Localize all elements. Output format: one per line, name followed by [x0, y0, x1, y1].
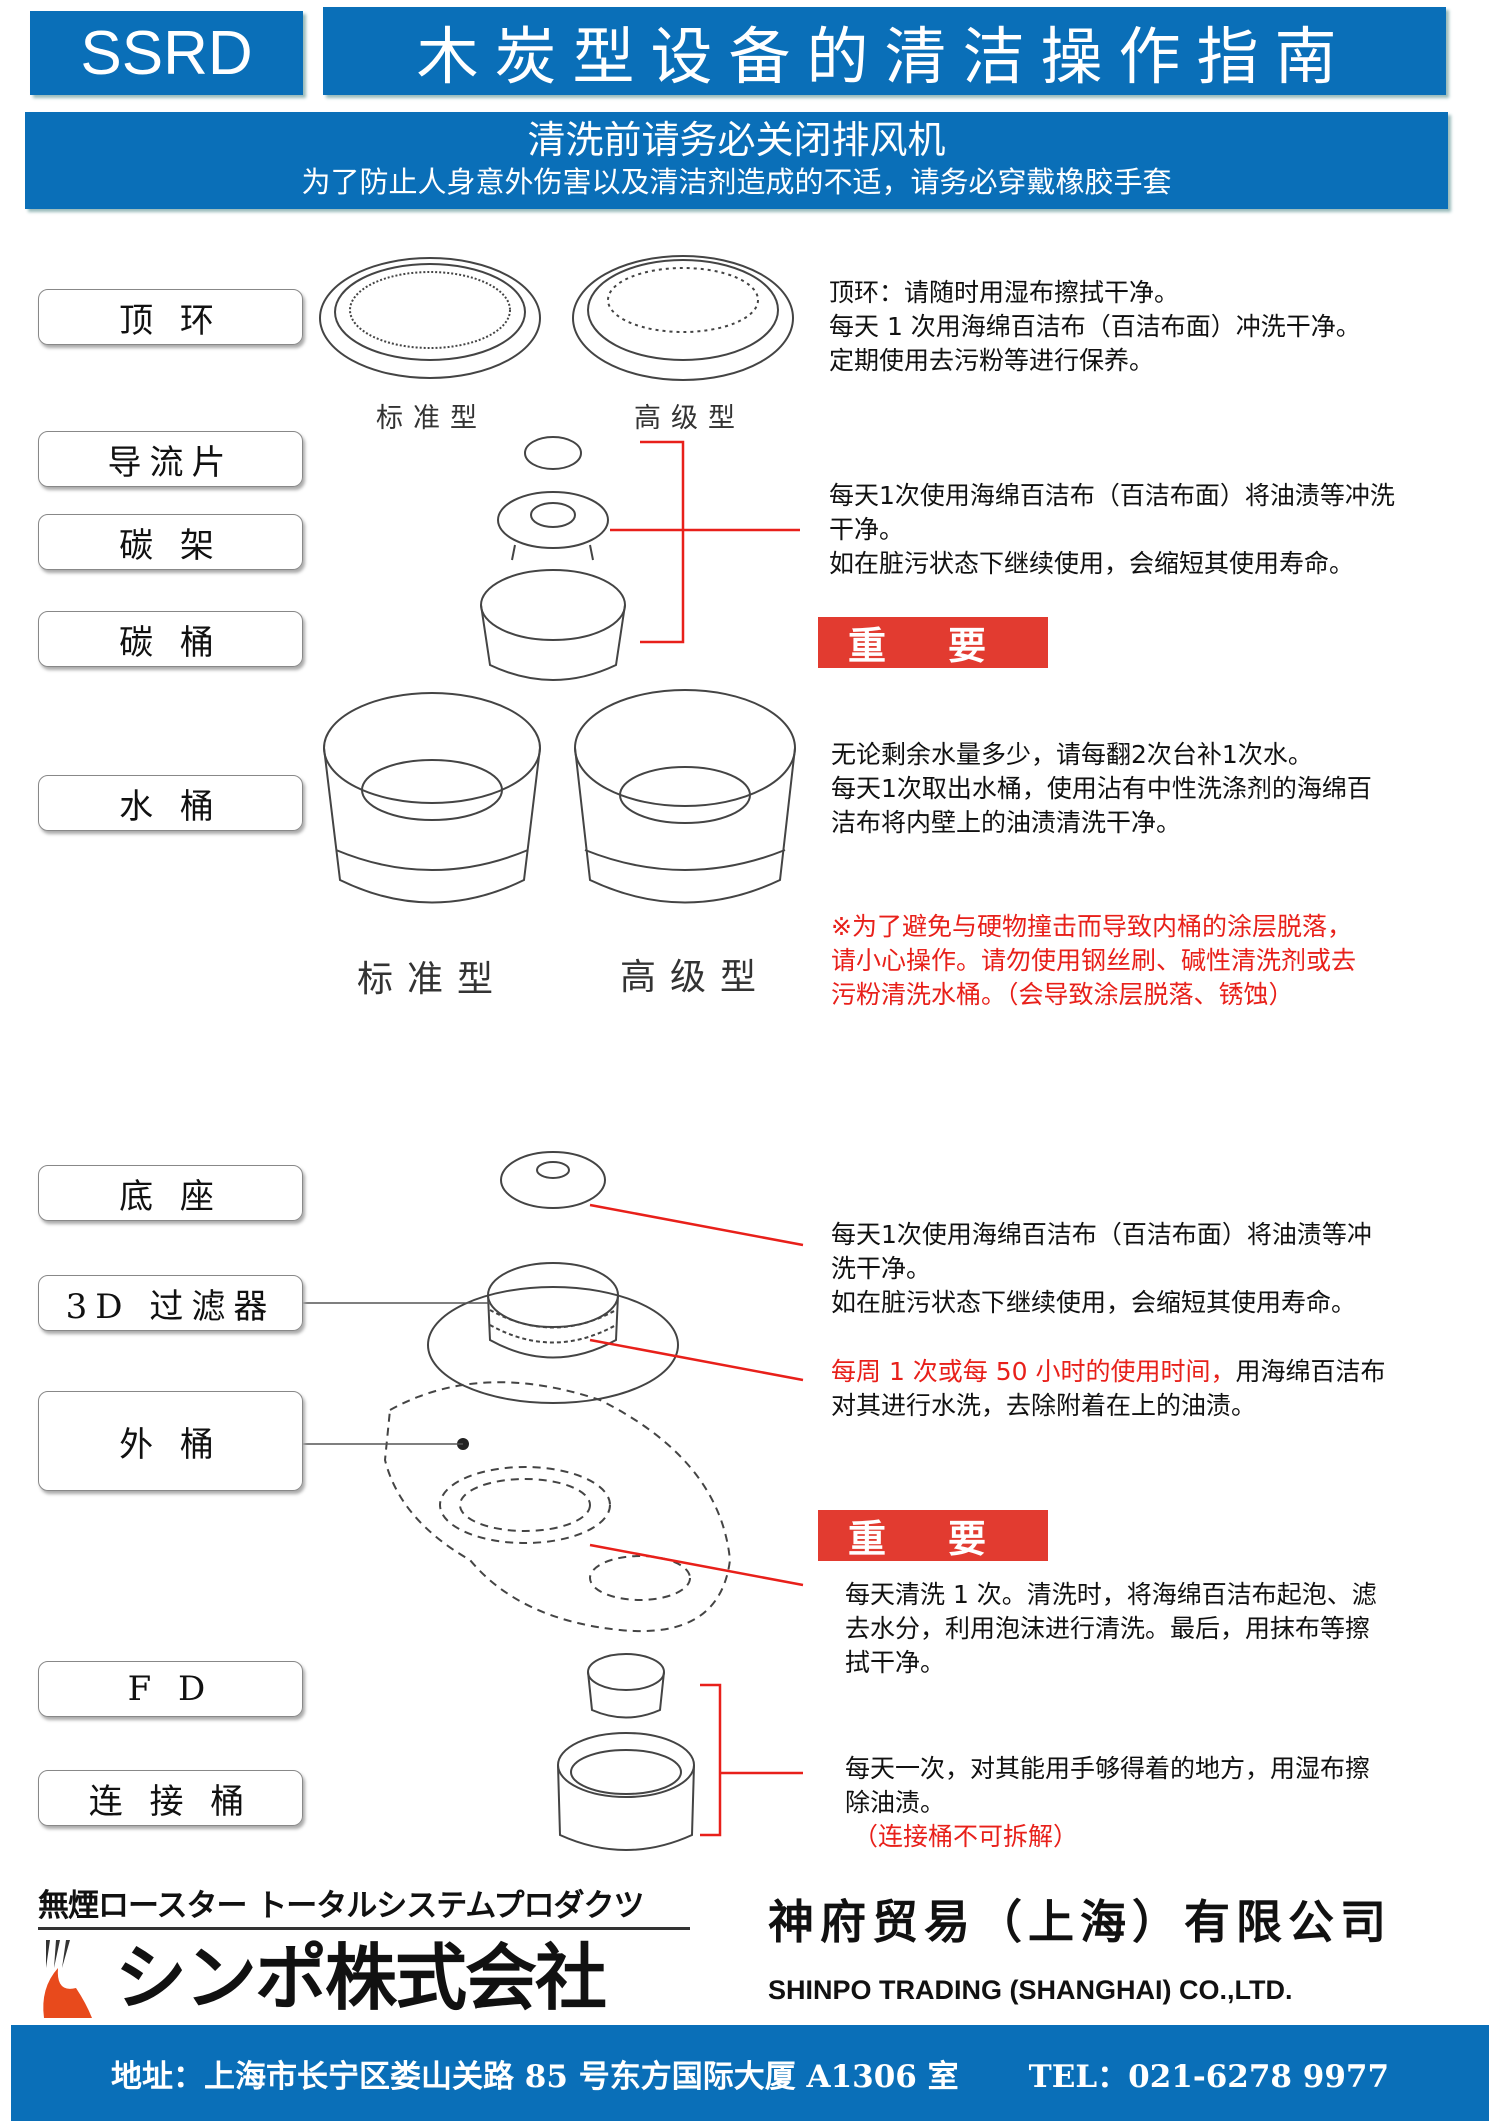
important-char: 重: [848, 1517, 889, 1561]
carbon-bucket-drawing: [480, 569, 626, 681]
text-line: 每天1次使用海绵百洁布（百洁布面）将油渍等冲洗: [829, 481, 1395, 510]
caption-premium-small: 高级型: [634, 403, 745, 434]
top-ring-standard-drawing: [319, 257, 541, 379]
guide-plate-drawing: [524, 436, 582, 470]
important-char: 要: [948, 624, 989, 668]
important-badge-2: 重要: [818, 1510, 1048, 1561]
important-char: 重: [848, 624, 889, 668]
label-3d-filter: 3D 过滤器: [38, 1275, 303, 1331]
cn-company-name: 神府贸易（上海）有限公司: [768, 1895, 1392, 1949]
label-top-ring: 顶 环: [38, 289, 303, 345]
base-drawing: [500, 1151, 606, 1209]
caption-standard-large: 标准型: [357, 959, 508, 1000]
text-line: 如在脏污状态下继续使用，会缩短其使用寿命。: [829, 549, 1355, 578]
important-char: 要: [948, 1517, 989, 1561]
caption-premium-large: 高级型: [620, 957, 771, 998]
text-line: 用海绵百洁布: [1235, 1357, 1386, 1386]
water-bucket-premium-drawing: [574, 689, 796, 904]
text-line: 每天1次使用海绵百洁布（百洁布面）将油渍等冲: [831, 1220, 1372, 1249]
text-line: 洁布将内壁上的油渍清洗干净。: [831, 808, 1182, 837]
filter-3d-drawing: [427, 1262, 679, 1404]
carbon-instructions: 每天1次使用海绵百洁布（百洁布面）将油渍等冲洗 干净。 如在脏污状态下继续使用，…: [829, 479, 1449, 581]
label-fd: F D: [38, 1661, 303, 1717]
jp-tagline: 無煙ロースター トータルシステムプロダクツ: [38, 1888, 644, 1924]
top-ring-premium-drawing: [572, 255, 794, 381]
outer-bucket-drawing: [383, 1381, 732, 1633]
text-line: 请小心操作。请勿使用钢丝刷、碱性清洗剂或去: [831, 946, 1357, 975]
label-leader-lines: [303, 1302, 490, 1445]
carbon-rack-drawing: [497, 491, 609, 561]
divider: [38, 1927, 690, 1930]
title-text: 木炭型设备的清洁操作指南: [416, 20, 1353, 93]
top-ring-instructions: 顶环：请随时用湿布擦拭干净。 每天 1 次用海绵百洁布（百洁布面）冲洗干净。 定…: [829, 276, 1449, 378]
connector-instructions: 每天一次，对其能用手够得着的地方，用湿布擦 除油渍。 （连接桶不可拆解）: [845, 1752, 1465, 1854]
telephone: TEL：021-6278 9977: [1028, 2058, 1390, 2095]
contact-footer: 地址：上海市长宁区娄山关路 85 号东方国际大厦 A1306 室 TEL：021…: [11, 2025, 1489, 2121]
text-line: ※为了避免与硬物撞击而导致内桶的涂层脱落，: [831, 912, 1352, 941]
caption-standard-small: 标准型: [376, 403, 487, 434]
outer-bucket-instructions: 每天清洗 1 次。清洗时，将海绵百洁布起泡、滤 去水分，利用泡沫进行清洗。最后，…: [845, 1578, 1465, 1680]
en-company-name: SHINPO TRADING (SHANGHAI) CO.,LTD.: [768, 1975, 1293, 2005]
callout-lines: [589, 440, 804, 1837]
text-line: 洗干净。: [831, 1254, 932, 1283]
label-connector-bucket: 连 接 桶: [38, 1770, 303, 1826]
jp-company-logo: シンポ株式会社: [115, 1936, 607, 2020]
water-bucket-standard-drawing: [323, 692, 541, 904]
water-instructions: 无论剩余水量多少，请每翻2次台补1次水。 每天1次取出水桶，使用沾有中性洗涤剂的…: [831, 738, 1451, 840]
brand-text: SSRD: [80, 18, 253, 88]
label-water-bucket: 水 桶: [38, 775, 303, 831]
connector-bucket-drawing: [557, 1732, 695, 1851]
safety-banner: 清洗前请务必关闭排风机 为了防止人身意外伤害以及清洁剂造成的不适，请务必穿戴橡胶…: [25, 112, 1448, 209]
text-line: 每天1次取出水桶，使用沾有中性洗涤剂的海绵百: [831, 774, 1372, 803]
page-title: 木炭型设备的清洁操作指南: [323, 7, 1446, 95]
text-line: 每天清洗 1 次。清洗时，将海绵百洁布起泡、滤: [845, 1580, 1377, 1609]
text-line: 污粉清洗水桶。（会导致涂层脱落、锈蚀）: [831, 980, 1294, 1009]
filter-instructions: 每周 1 次或每 50 小时的使用时间，用海绵百洁布 对其进行水洗，去除附着在上…: [831, 1355, 1451, 1423]
connector-note: （连接桶不可拆解）: [853, 1822, 1079, 1851]
fd-drawing: [587, 1653, 665, 1719]
label-outer-bucket: 外 桶: [38, 1391, 303, 1491]
text-line: 每天 1 次用海绵百洁布（百洁布面）冲洗干净。: [829, 312, 1361, 341]
text-line: 对其进行水洗，去除附着在上的油渍。: [831, 1391, 1257, 1420]
label-base: 底 座: [38, 1165, 303, 1221]
text-line: 定期使用去污粉等进行保养。: [829, 346, 1155, 375]
base-instructions: 每天1次使用海绵百洁布（百洁布面）将油渍等冲 洗干净。 如在脏污状态下继续使用，…: [831, 1218, 1451, 1320]
text-line: 拭干净。: [845, 1648, 946, 1677]
text-line: 无论剩余水量多少，请每翻2次台补1次水。: [831, 740, 1313, 769]
brand-badge: SSRD: [30, 11, 303, 95]
label-guide-plate: 导流片: [38, 431, 303, 487]
label-carbon-bucket: 碳 桶: [38, 611, 303, 667]
text-line: 如在脏污状态下继续使用，会缩短其使用寿命。: [831, 1288, 1357, 1317]
label-carbon-rack: 碳 架: [38, 514, 303, 570]
shinpo-flame-logo-icon: [43, 1940, 92, 2018]
filter-frequency: 每周 1 次或每 50 小时的使用时间，: [831, 1357, 1236, 1386]
banner-line-1: 清洗前请务必关闭排风机: [527, 118, 946, 162]
important-badge: 重要: [818, 617, 1048, 668]
water-warning: ※为了避免与硬物撞击而导致内桶的涂层脱落， 请小心操作。请勿使用钢丝刷、碱性清洗…: [831, 910, 1451, 1012]
text-line: 干净。: [829, 515, 905, 544]
text-line: 顶环：请随时用湿布擦拭干净。: [829, 278, 1180, 307]
banner-line-2: 为了防止人身意外伤害以及清洁剂造成的不适，请务必穿戴橡胶手套: [301, 165, 1172, 199]
address: 地址：上海市长宁区娄山关路 85 号东方国际大厦 A1306 室: [111, 2058, 959, 2095]
text-line: 每天一次，对其能用手够得着的地方，用湿布擦: [845, 1754, 1371, 1783]
text-line: 去水分，利用泡沫进行清洗。最后，用抹布等擦: [845, 1614, 1371, 1643]
text-line: 除油渍。: [845, 1788, 946, 1817]
